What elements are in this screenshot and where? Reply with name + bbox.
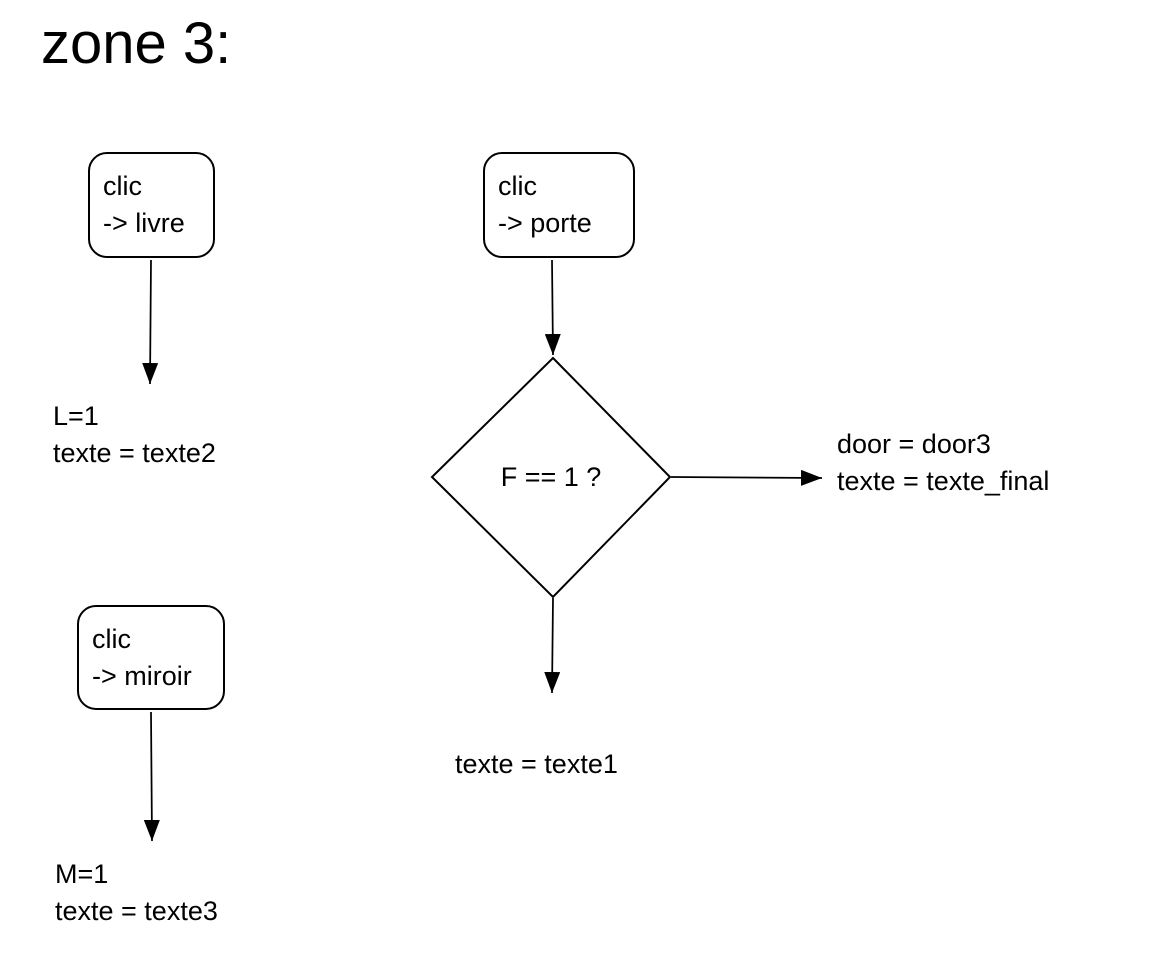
decision-condition-label: F == 1 ?: [500, 462, 602, 492]
label-door-result: door = door3 texte = texte_final: [837, 426, 1049, 500]
label-false-result-line1: texte = texte1: [455, 749, 618, 779]
arrow-miroir-to-result: [143, 711, 160, 842]
node-clic-livre: clic -> livre: [88, 152, 215, 258]
node-clic-porte: clic -> porte: [483, 152, 635, 258]
node-clic-porte-line1: clic: [498, 171, 537, 201]
node-clic-miroir-line1: clic: [92, 623, 131, 654]
arrow-porte-to-decision: [544, 259, 561, 356]
arrow-decision-to-door: [670, 469, 823, 486]
label-miroir-result-line2: texte = texte3: [55, 896, 218, 926]
node-clic-livre-line2: -> livre: [103, 208, 185, 238]
label-door-result-line2: texte = texte_final: [837, 466, 1050, 496]
label-miroir-result: M=1 texte = texte3: [55, 856, 218, 930]
arrow-livre-to-result: [142, 259, 159, 385]
node-clic-miroir: clic -> miroir: [77, 605, 225, 710]
label-livre-result-line1: L=1: [53, 401, 99, 431]
label-miroir-result-line1: M=1: [55, 859, 109, 889]
label-livre-result: L=1 texte = texte2: [53, 398, 216, 472]
node-clic-livre-line1: clic: [103, 171, 142, 201]
node-clic-porte-line2: -> porte: [498, 208, 592, 238]
arrow-decision-to-texte1: [544, 597, 561, 694]
label-false-result: texte = texte1: [455, 746, 618, 783]
decision-diamond: [430, 356, 672, 599]
page-title: zone 3:: [41, 11, 232, 76]
label-door-result-line1: door = door3: [837, 429, 991, 459]
node-clic-miroir-line2: -> miroir: [92, 660, 192, 691]
label-livre-result-line2: texte = texte2: [53, 438, 216, 468]
